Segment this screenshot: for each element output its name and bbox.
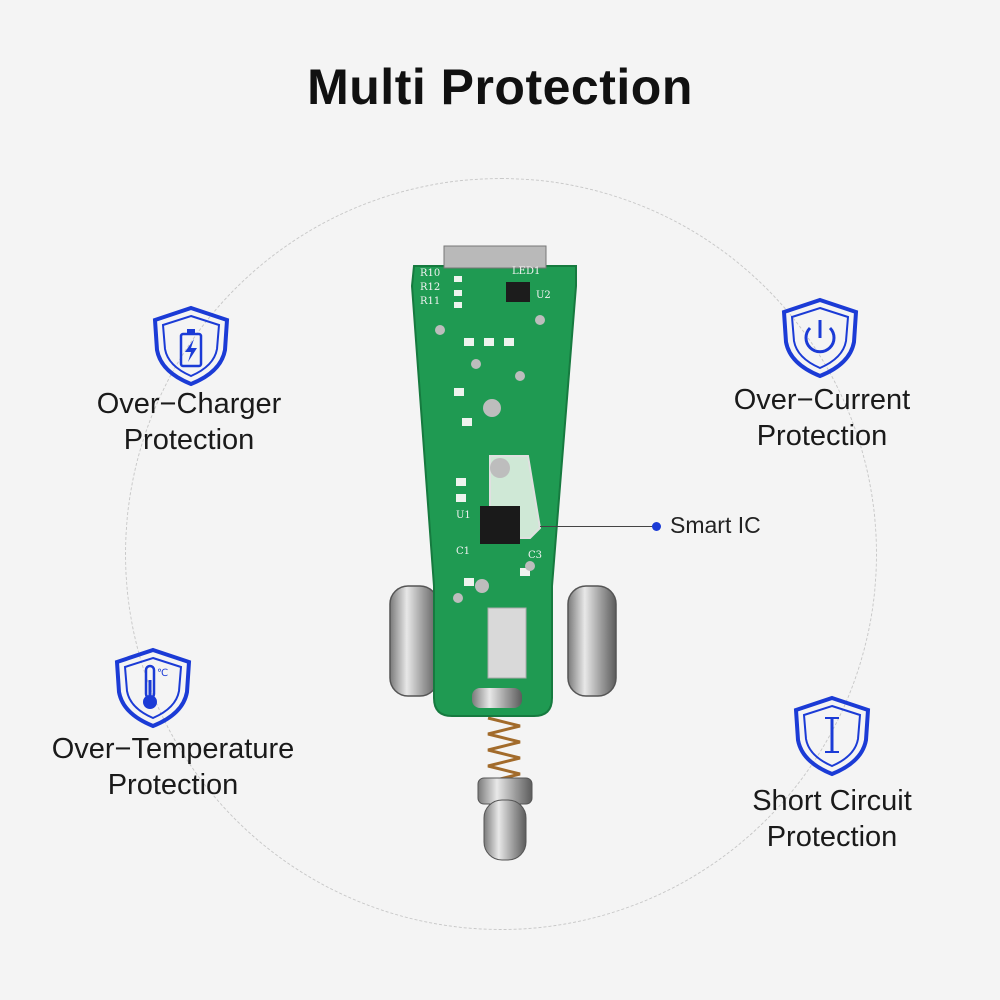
feature-line1: Over−Charger	[96, 388, 282, 420]
pcb-label: C3	[528, 550, 542, 561]
feature-line2: Protection	[123, 424, 255, 456]
feature-line1: Over−Temperature	[51, 733, 295, 765]
smart-ic-label: Smart IC	[670, 512, 761, 538]
feature-over-charger: Over−Charger Protection	[64, 386, 314, 458]
pcb-label: C1	[456, 546, 470, 557]
pcb-label: U2	[536, 290, 551, 301]
callout-line	[540, 526, 654, 527]
feature-line1: Over−Current	[733, 384, 911, 416]
thermo-unit-text: ℃	[157, 668, 168, 679]
feature-over-temperature: Over−Temperature Protection	[23, 731, 323, 803]
power-icon	[781, 297, 859, 379]
feature-line2: Protection	[756, 420, 888, 452]
page-title: Multi Protection	[307, 59, 693, 115]
pcb-label: R12	[420, 282, 440, 293]
feature-short-circuit: Short Circuit Protection	[707, 783, 957, 855]
pcb-board-image: R10 R12 R11 LED1 U2 U1 C1 C3	[389, 245, 617, 861]
current-i-icon	[793, 695, 871, 777]
pcb-label: R11	[420, 296, 440, 307]
feature-line1: Short Circuit	[752, 785, 912, 817]
battery-charge-icon	[152, 305, 230, 387]
feature-line2: Protection	[766, 821, 898, 853]
feature-line2: Protection	[107, 769, 239, 801]
pcb-label: U1	[456, 510, 471, 521]
thermometer-icon: ℃	[114, 647, 192, 729]
feature-over-current: Over−Current Protection	[697, 382, 947, 454]
dashed-circle	[125, 178, 877, 930]
pcb-label: R10	[420, 268, 440, 279]
callout-dot	[652, 522, 661, 531]
pcb-label: LED1	[512, 266, 540, 277]
